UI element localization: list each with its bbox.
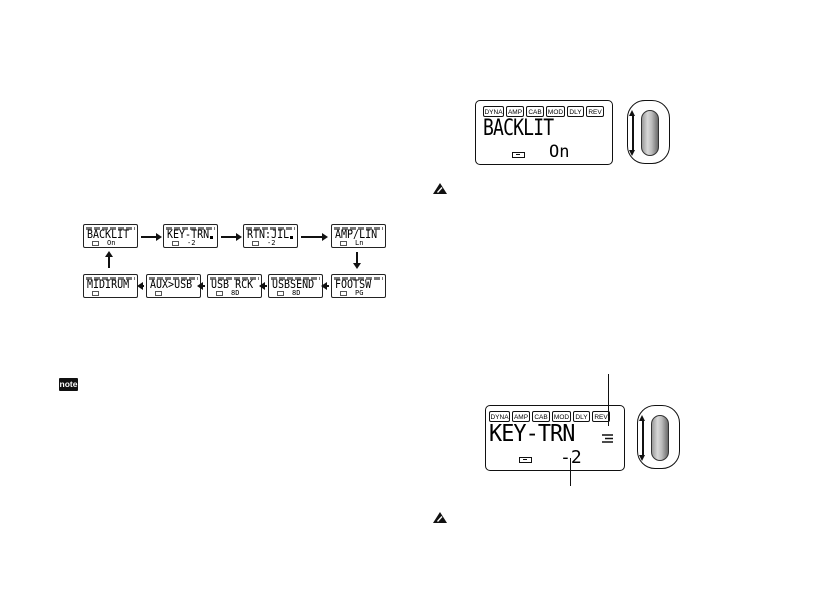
callout-line <box>608 374 609 426</box>
flow-arrow-right <box>301 236 323 238</box>
flow-arrow-left <box>264 285 267 287</box>
mini-lcd-usbsend: USBSEND 8D <box>268 274 323 298</box>
flow-arrow-up <box>108 256 110 268</box>
mini-lcd-value: 8D <box>231 289 239 297</box>
mini-lcd-text: MIDIRUM <box>87 279 129 292</box>
effect-tab-dly: DLY <box>567 106 584 117</box>
mini-lcd-amp-lin: AMP/LIN Ln <box>331 224 386 248</box>
mini-lcd-footsw: FOOTSW PG <box>331 274 386 298</box>
mini-lcd-midirum: MIDIRUM <box>83 274 138 298</box>
mini-lcd-value: 8D <box>292 289 300 297</box>
effect-tab-dly: DLY <box>573 411 590 422</box>
mini-lcd-backlit: BACKLIT On <box>83 224 138 248</box>
value-knob-icon <box>627 100 670 164</box>
flow-arrow-right <box>221 236 237 238</box>
warning-icon <box>432 182 448 195</box>
lcd-backlit: DYNA AMP CAB MOD DLY REV BACKLIT On <box>475 100 613 165</box>
mini-lcd-rtn-jil: RTN:JIL -2 <box>243 224 298 248</box>
mini-lcd-aux-usb: AUX>USB <box>146 274 201 298</box>
bypass-icon <box>512 152 525 158</box>
lcd-key-trn: DYNA AMP CAB MOD DLY REV KEY-TRN -2 <box>485 405 625 471</box>
mini-lcd-value: -2 <box>187 239 195 247</box>
note-icon: note <box>59 378 78 391</box>
lcd-param-name: KEY-TRN <box>489 422 574 447</box>
value-knob-icon <box>637 405 680 469</box>
flow-arrow-left <box>202 285 205 287</box>
mini-lcd-usb-rck: USB RCK 8D <box>207 274 262 298</box>
effect-tab-rev: REV <box>586 106 604 117</box>
flow-arrow-down <box>356 252 358 264</box>
flow-arrow-left <box>142 285 144 287</box>
mini-lcd-value: On <box>107 239 115 247</box>
flow-arrow-left <box>326 285 329 287</box>
mini-lcd-text: AUX>USB <box>150 279 192 292</box>
mini-lcd-key-trn: KEY-TRN -2 <box>163 224 218 248</box>
flow-arrow-right <box>141 236 157 238</box>
mini-lcd-value: -2 <box>267 239 275 247</box>
lcd-param-name: BACKLIT <box>483 117 553 141</box>
mini-lcd-value: Ln <box>355 239 363 247</box>
lcd-param-value: On <box>549 143 569 161</box>
mini-lcd-value: PG <box>355 289 363 297</box>
edit-indicator-icon <box>602 432 614 444</box>
warning-icon <box>432 511 448 524</box>
mini-lcd-text: FOOTSW <box>335 279 371 292</box>
bypass-icon <box>519 457 532 463</box>
callout-line <box>570 458 571 486</box>
